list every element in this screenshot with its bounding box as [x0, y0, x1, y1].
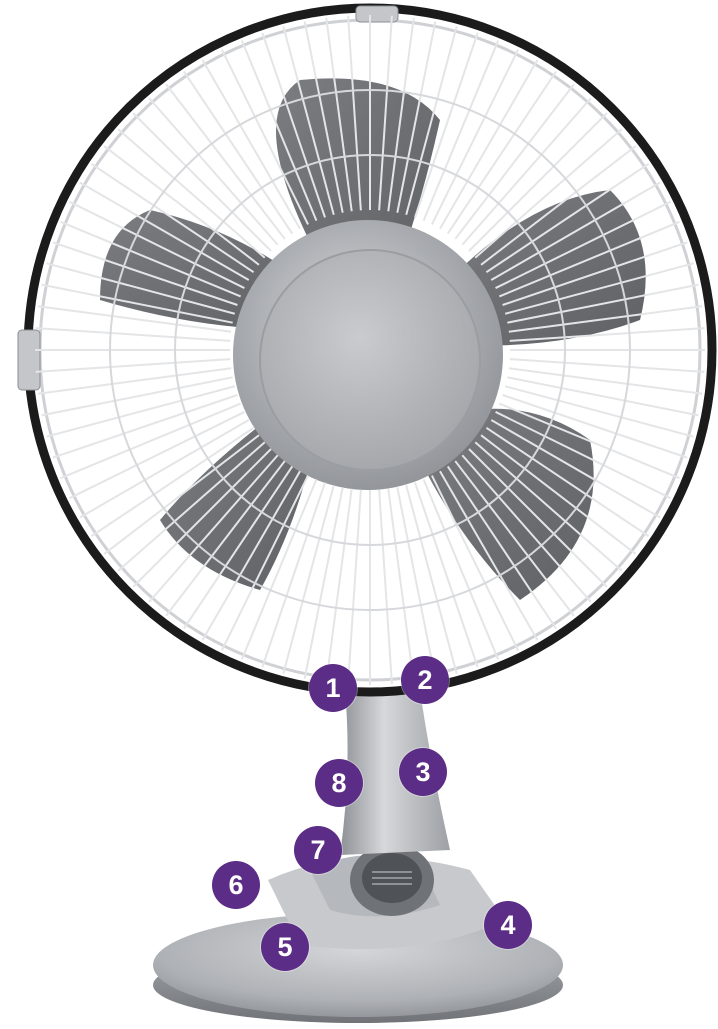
callout-3: 3	[399, 748, 447, 796]
callout-7: 7	[294, 826, 342, 874]
callout-1: 1	[309, 664, 357, 712]
callout-5: 5	[261, 923, 309, 971]
callout-8: 8	[315, 759, 363, 807]
callout-2: 2	[401, 656, 449, 704]
callout-4: 4	[484, 901, 532, 949]
fan-hub	[233, 220, 503, 490]
callout-6: 6	[212, 861, 260, 909]
